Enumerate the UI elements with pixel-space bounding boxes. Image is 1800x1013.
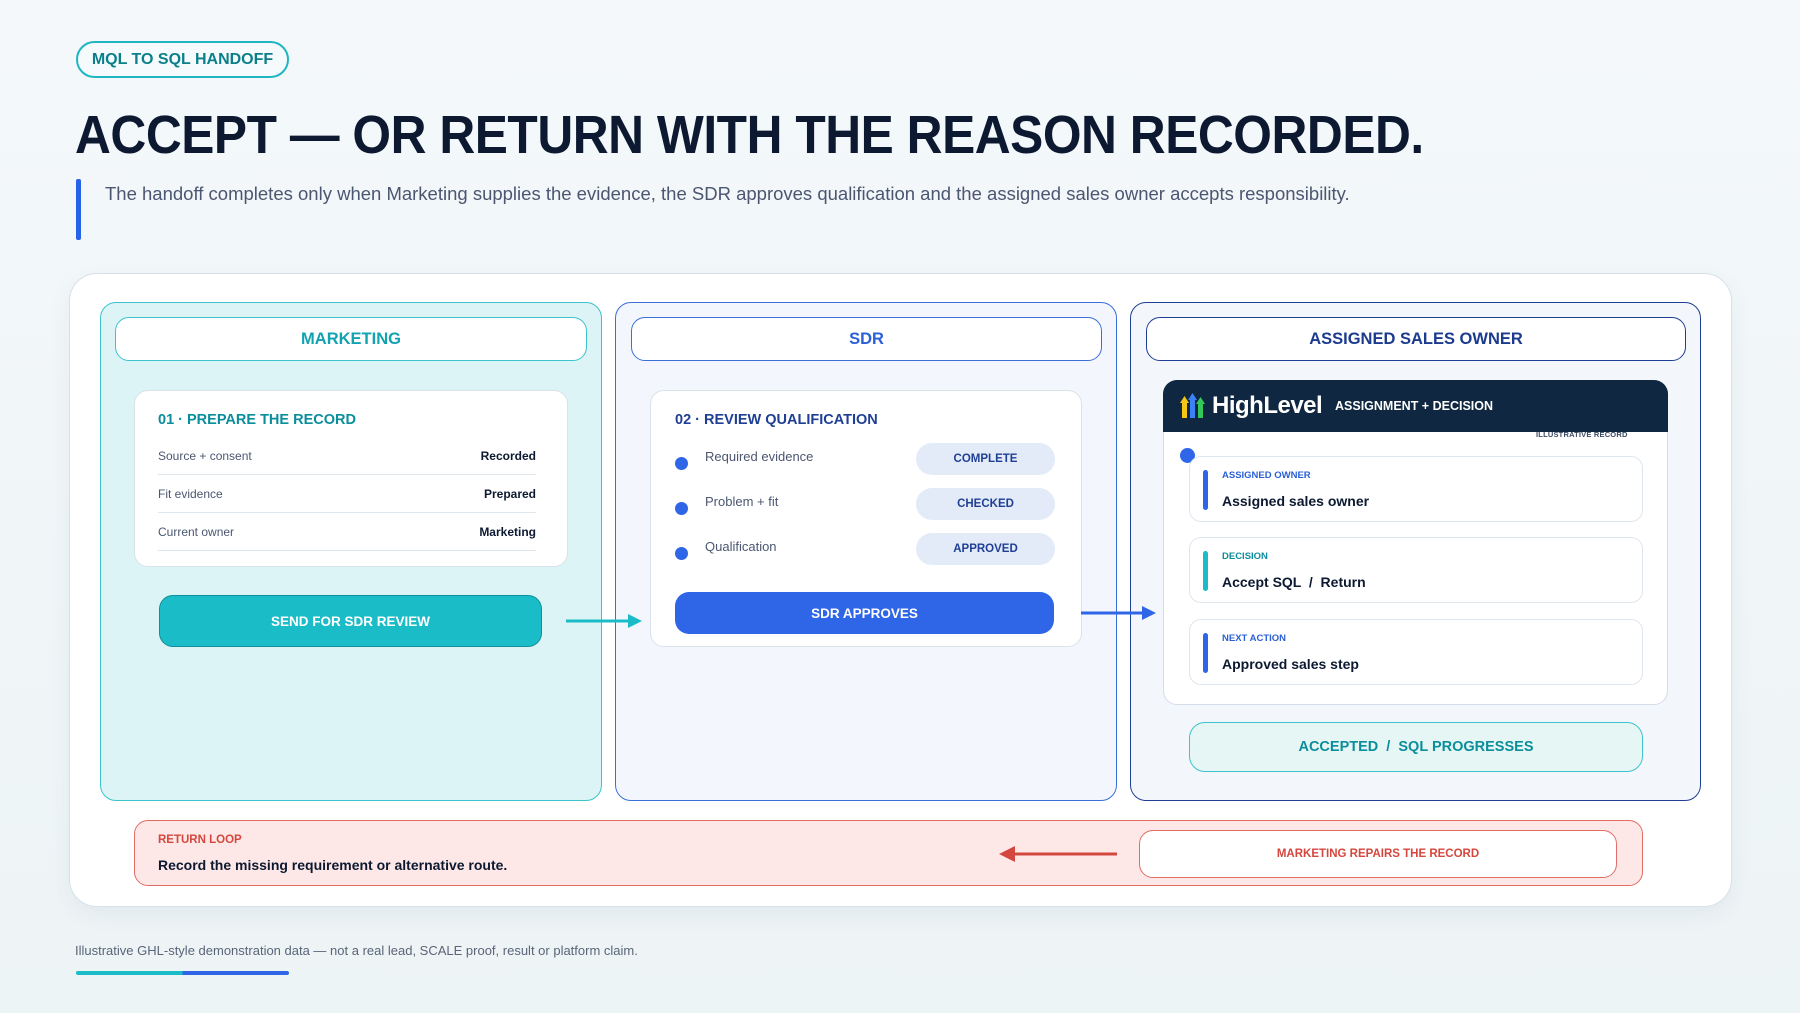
subtitle-accent-bar [76, 179, 81, 240]
illustrative-record-note: ILLUSTRATIVE RECORD [1536, 430, 1628, 439]
lane-header-marketing: MARKETING [115, 317, 587, 361]
field-label: ASSIGNED OWNER [1222, 470, 1311, 481]
footer-disclaimer: Illustrative GHL-style demonstration dat… [75, 943, 638, 958]
return-loop-title: RETURN LOOP [158, 834, 242, 846]
highlevel-logo: HighLevel [1180, 388, 1323, 424]
qualification-check-row: Qualification APPROVED [675, 533, 1055, 565]
status-badge: APPROVED [916, 533, 1055, 565]
assigned-owner-field: ASSIGNED OWNER Assigned sales owner [1189, 456, 1643, 522]
page-subtitle: The handoff completes only when Marketin… [105, 183, 1350, 204]
record-row-value: Marketing [479, 524, 536, 539]
check-label: Problem + fit [705, 493, 779, 509]
field-accent-bar [1203, 470, 1208, 510]
field-label: NEXT ACTION [1222, 633, 1287, 644]
accepted-sql-progresses-badge: ACCEPTED / SQL PROGRESSES [1189, 722, 1643, 772]
check-label: Required evidence [705, 448, 814, 464]
highlevel-arrows-icon [1180, 393, 1205, 418]
marketing-repairs-record-button[interactable]: MARKETING REPAIRS THE RECORD [1139, 830, 1617, 878]
check-dot-icon [675, 456, 688, 470]
record-row-value: Prepared [483, 486, 536, 501]
status-badge: CHECKED [916, 488, 1055, 520]
sdr-approves-button[interactable]: SDR APPROVES [675, 592, 1054, 634]
record-row-value: Recorded [480, 448, 536, 463]
record-row: Fit evidence Prepared [158, 475, 536, 513]
highlevel-logo-text: HighLevel [1212, 392, 1323, 419]
lane-header-sdr: SDR [631, 317, 1102, 361]
qualification-check-row: Problem + fit CHECKED [675, 488, 1055, 520]
page-title: ACCEPT — OR RETURN WITH THE REASON RECOR… [75, 105, 1424, 165]
step-title-review: 02 · REVIEW QUALIFICATION [675, 412, 878, 428]
step-title-prepare: 01 · PREPARE THE RECORD [158, 412, 356, 428]
return-loop-text: Record the missing requirement or altern… [158, 857, 508, 873]
section-tag: MQL TO SQL HANDOFF [76, 41, 289, 78]
record-row: Current owner Marketing [158, 513, 536, 551]
qualification-check-row: Required evidence COMPLETE [675, 443, 1055, 475]
decision-field: DECISION Accept SQL / Return [1189, 537, 1643, 603]
check-dot-icon [675, 546, 688, 560]
check-label: Qualification [705, 538, 777, 554]
prepare-record-card [134, 390, 568, 567]
panel-title: ASSIGNMENT + DECISION [1335, 399, 1494, 413]
field-value: Accept SQL / Return [1222, 574, 1366, 590]
status-badge: COMPLETE [916, 443, 1055, 475]
next-action-field: NEXT ACTION Approved sales step [1189, 619, 1643, 685]
field-accent-bar [1203, 551, 1208, 591]
field-value: Assigned sales owner [1222, 493, 1370, 509]
record-row-label: Fit evidence [158, 486, 223, 501]
highlevel-panel-header [1163, 380, 1668, 432]
record-row-label: Current owner [158, 524, 235, 539]
record-row: Source + consent Recorded [158, 437, 536, 475]
lane-header-assigned-sales-owner: ASSIGNED SALES OWNER [1146, 317, 1686, 361]
send-for-sdr-review-button[interactable]: SEND FOR SDR REVIEW [159, 595, 542, 647]
field-value: Approved sales step [1222, 656, 1359, 672]
field-label: DECISION [1222, 551, 1268, 562]
field-accent-bar [1203, 633, 1208, 673]
record-row-label: Source + consent [158, 448, 252, 463]
check-dot-icon [675, 501, 688, 515]
footer-accent-bar [76, 971, 289, 975]
